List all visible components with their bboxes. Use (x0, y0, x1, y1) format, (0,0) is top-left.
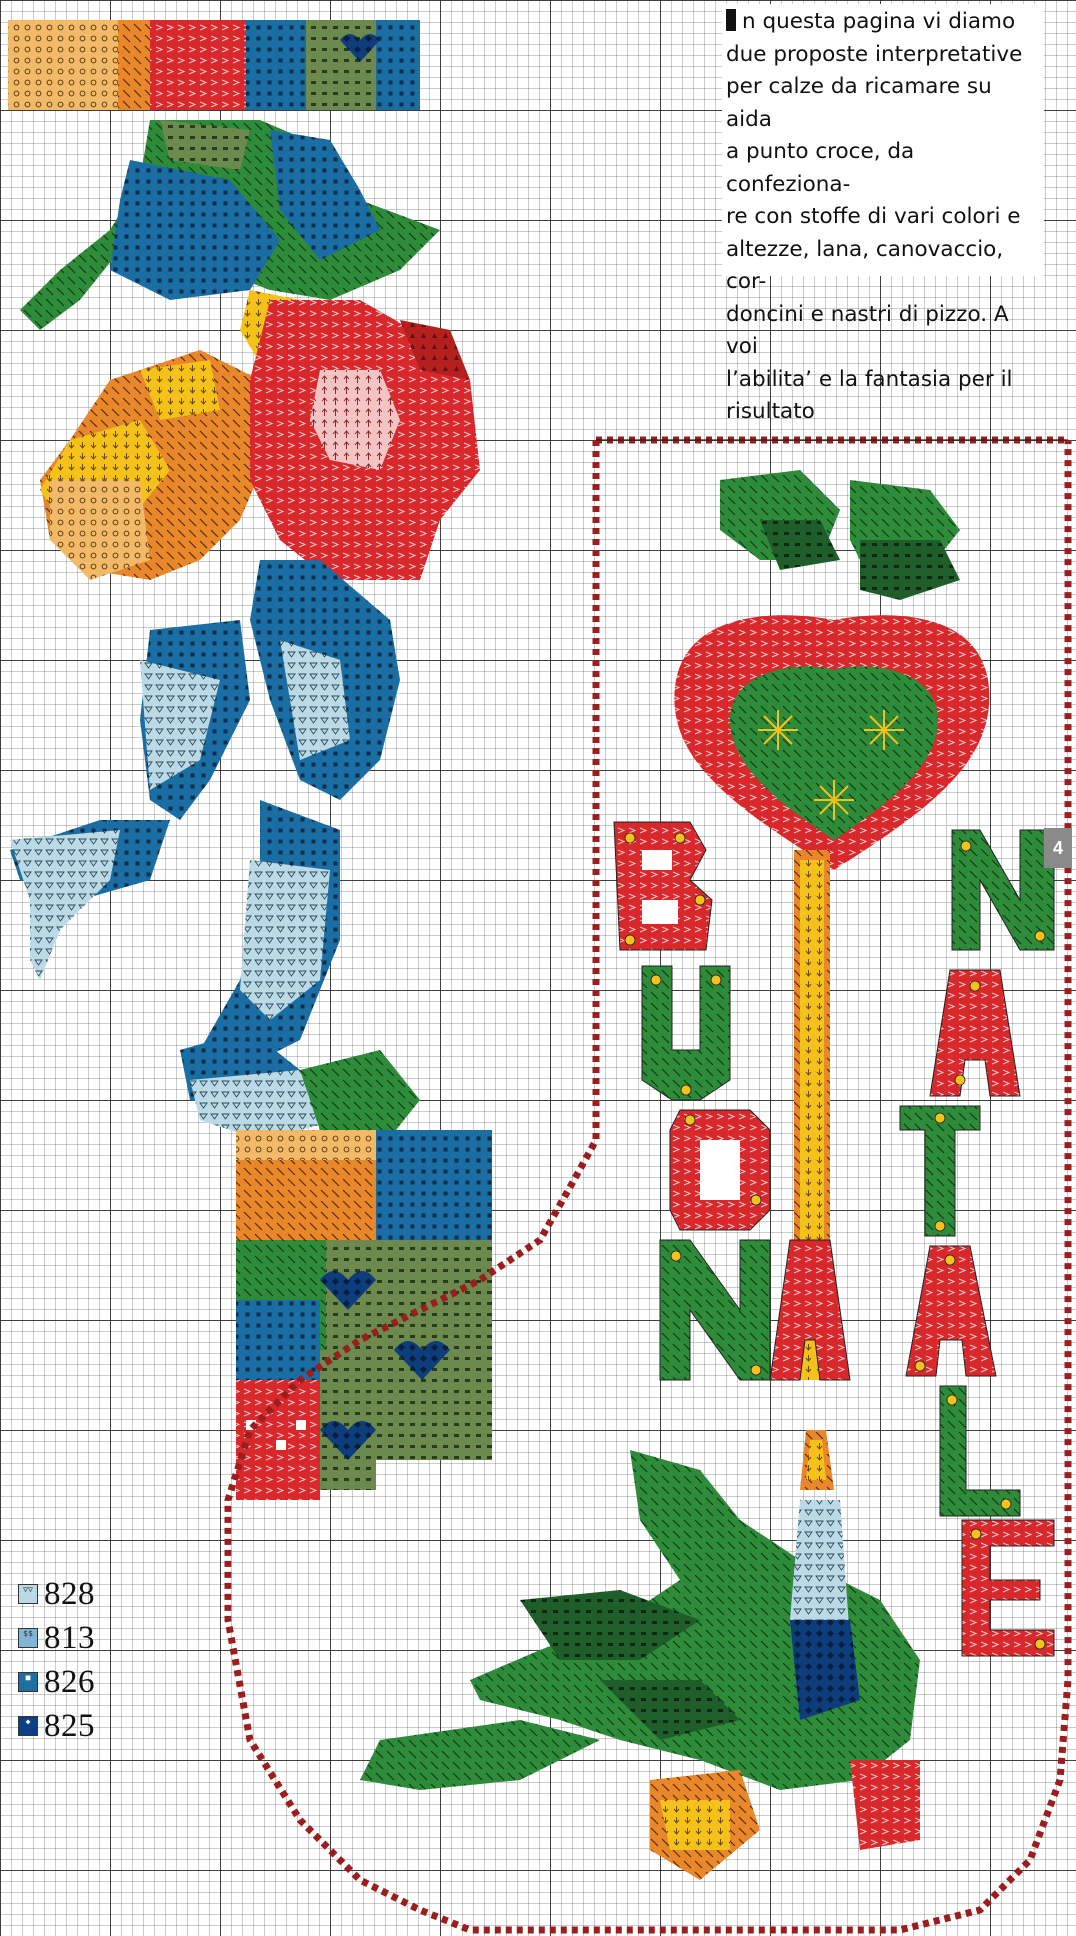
intro-line: due proposte interpretative (726, 39, 1040, 72)
intro-line: a punto croce, da confeziona- (726, 136, 1040, 201)
intro-line: per calze da ricamare su aida (726, 71, 1040, 136)
drop-cap-bar (726, 9, 736, 31)
legend-swatch: ■ (18, 1672, 38, 1692)
heart-ornament (674, 470, 989, 870)
intro-text: n questa pagina vi diamo due proposte in… (722, 4, 1044, 276)
legend-code: 813 (44, 1620, 95, 1657)
legend-swatch: ◆ (18, 1716, 38, 1736)
legend-row: $$ 813 (18, 1616, 95, 1660)
pine-candle-motif (360, 1430, 920, 1880)
legend-swatch: $$ (18, 1628, 38, 1648)
legend-row: ▽▽ 828 (18, 1572, 95, 1616)
intro-line: re con stoffe di vari colori e (726, 201, 1040, 234)
intro-line: altezze, lana, canovaccio, cor- (726, 234, 1040, 299)
legend-code: 826 (44, 1664, 95, 1701)
legend-code: 825 (44, 1708, 95, 1745)
left-stocking (8, 20, 492, 1500)
legend-row: ■ 826 (18, 1660, 95, 1704)
legend-code: 828 (44, 1576, 95, 1613)
color-legend: ▽▽ 828 $$ 813 ■ 826 ◆ 825 (18, 1572, 95, 1748)
intro-line: risultato (726, 396, 1040, 429)
intro-line: n questa pagina vi diamo (726, 6, 1040, 39)
legend-row: ◆ 825 (18, 1704, 95, 1748)
page-number: 4 (1044, 828, 1072, 868)
intro-line: l’abilita’ e la fantasia per il (726, 364, 1040, 397)
legend-swatch: ▽▽ (18, 1584, 38, 1604)
intro-line: doncini e nastri di pizzo. A voi (726, 299, 1040, 364)
